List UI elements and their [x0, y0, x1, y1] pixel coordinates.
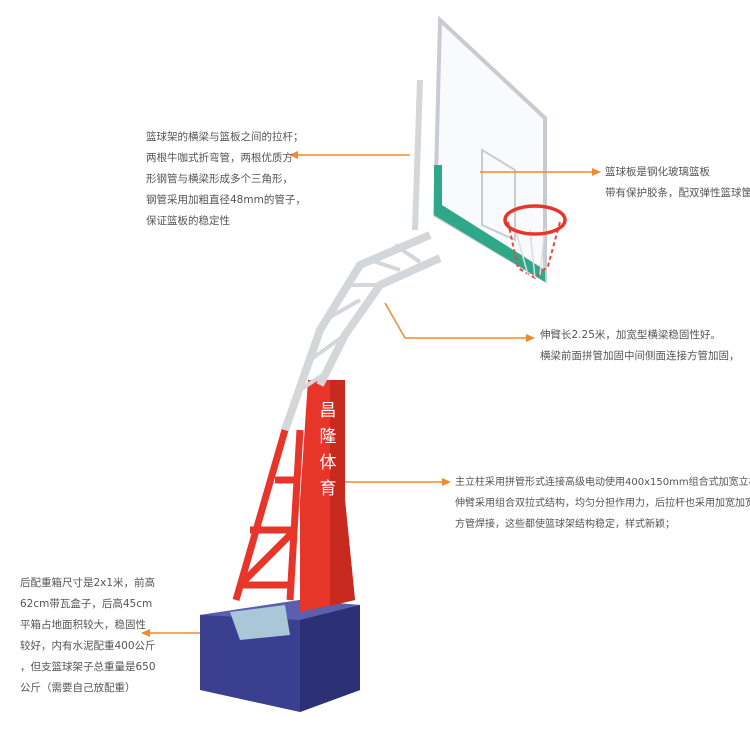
arm-note: 伸臂长2.25米，加宽型横梁稳固性好。 横梁前面拼管加固中间侧面连接方管加固，	[540, 325, 740, 367]
annotation-arrows	[141, 151, 601, 637]
note-line: 公斤（需要自己放配重）	[20, 682, 136, 694]
brand-char: 隆	[319, 427, 337, 447]
note-line: 带有保护胶条，配双弹性篮球筐	[605, 187, 750, 199]
backboard	[432, 15, 547, 284]
base-note: 后配重箱尺寸是2x1米，前高 62cm带瓦盒子，后高45cm 平箱占地面积较大，…	[20, 573, 156, 699]
note-line: 钢管采用加粗直径48mm的管子，	[146, 194, 306, 206]
note-line: 平箱占地面积较大，稳固性	[20, 619, 146, 631]
hoop-and-net	[503, 204, 567, 280]
note-line: 横梁前面拼管加固中间侧面连接方管加固，	[540, 350, 740, 362]
brand-char: 昌	[319, 401, 337, 421]
note-line: ，但支篮球架子总重量是650	[20, 661, 156, 673]
extension-arm	[281, 79, 442, 432]
note-line: 两根牛咖式折弯管，两根优质方	[146, 152, 293, 164]
note-line: 主立柱采用拼管形式连接高级电动使用400x150mm组合式加宽立柱，	[455, 477, 750, 488]
note-line: 伸臂长2.25米，加宽型横梁稳固性好。	[540, 329, 721, 341]
note-line: 形钢管与横梁形成多个三角形，	[146, 173, 293, 185]
brand-char: 体	[319, 453, 337, 473]
column-note: 主立柱采用拼管形式连接高级电动使用400x150mm组合式加宽立柱， 伸臂采用组…	[455, 472, 750, 535]
note-line: 方管焊接，这些都使篮球架结构稳定，样式新颖；	[455, 519, 675, 530]
note-line: 篮球板是钢化玻璃篮板	[605, 166, 710, 178]
note-line: 保证篮板的稳定性	[146, 215, 230, 227]
note-line: 较好，内有水泥配重400公斤	[20, 640, 156, 652]
note-line: 篮球架的横梁与篮板之间的拉杆；	[146, 131, 304, 143]
note-line: 伸臂采用组合双拉式结构，均匀分担作用力，后拉杆也采用加宽加宽小	[455, 498, 750, 509]
tie-rod-note: 篮球架的横梁与篮板之间的拉杆； 两根牛咖式折弯管，两根优质方 形钢管与横梁形成多…	[146, 127, 306, 232]
main-column	[300, 380, 355, 612]
brand-vertical-text: 昌 隆 体 育	[318, 398, 338, 502]
brand-char: 育	[319, 479, 337, 499]
rear-support-frame	[232, 429, 304, 601]
ballast-box	[200, 600, 360, 712]
backboard-note: 篮球板是钢化玻璃篮板 带有保护胶条，配双弹性篮球筐	[605, 162, 750, 204]
note-line: 后配重箱尺寸是2x1米，前高	[20, 577, 156, 589]
note-line: 62cm带瓦盒子，后高45cm	[20, 598, 153, 610]
